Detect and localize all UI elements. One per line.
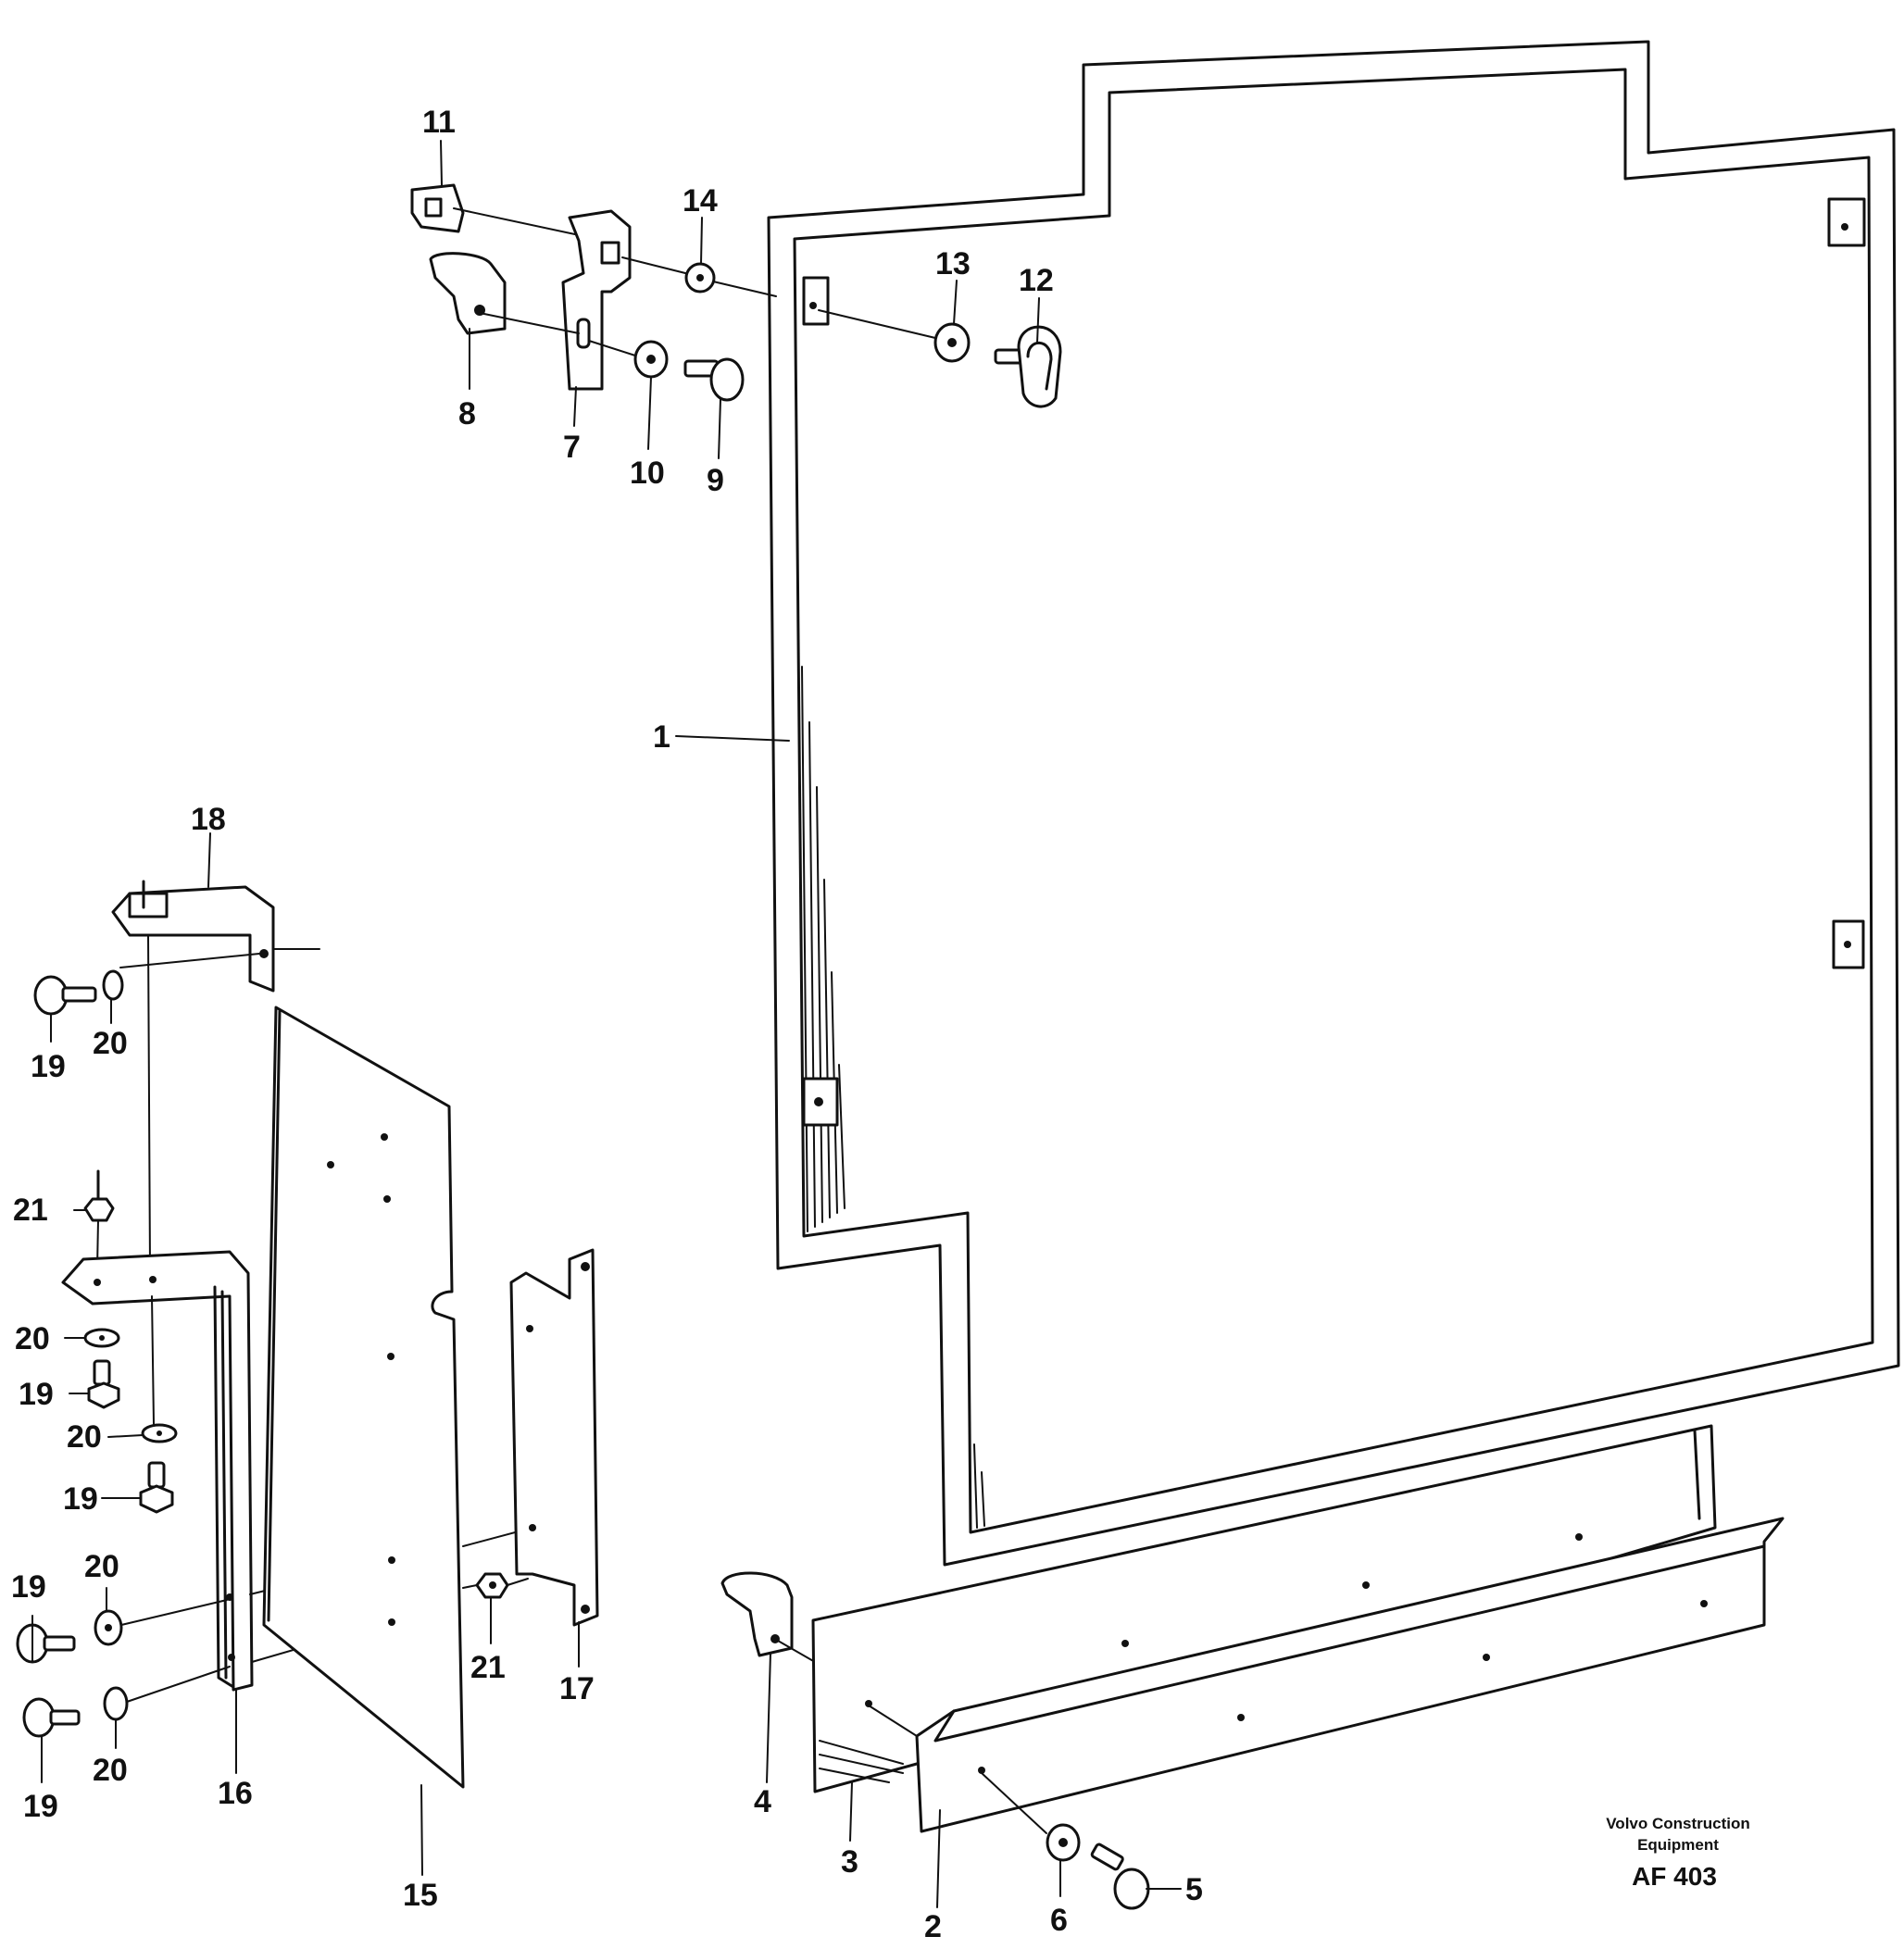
part-18-upper-bracket	[111, 880, 275, 993]
part-17-strip-bracket	[509, 1248, 599, 1627]
callout-20-b: 20	[15, 1321, 50, 1356]
assembly-line	[712, 281, 777, 297]
assembly-line	[588, 340, 636, 356]
frame-shading	[801, 666, 985, 1529]
assembly-line	[777, 1640, 816, 1663]
part-19-screw-top	[33, 975, 97, 1016]
callout-4: 4	[754, 1784, 771, 1819]
callout-6: 6	[1050, 1903, 1068, 1938]
callout-20-d: 20	[84, 1549, 119, 1584]
part-19-screw-left-1	[16, 1623, 76, 1664]
part-13-washer	[933, 322, 971, 363]
callout-2: 2	[924, 1909, 942, 1944]
title-block: Volvo Construction Equipment AF 403	[1606, 1815, 1750, 1891]
part-7-bracket	[561, 209, 632, 391]
part-4-clip-bracket	[720, 1571, 794, 1657]
callout-3: 3	[841, 1844, 858, 1880]
callout-10: 10	[630, 456, 665, 491]
assembly-line	[981, 1772, 1047, 1834]
callout-18: 18	[191, 802, 226, 837]
callout-7: 7	[563, 430, 581, 465]
assembly-line	[151, 1295, 155, 1425]
callout-8: 8	[458, 396, 476, 431]
callout-19-c: 19	[63, 1481, 98, 1517]
callout-20-c: 20	[67, 1419, 102, 1455]
part-21-nut-top	[83, 1169, 115, 1222]
callout-19-d: 19	[11, 1569, 46, 1605]
assembly-line	[147, 934, 151, 1269]
part-20-washer-left-2	[103, 1686, 129, 1721]
callout-5: 5	[1185, 1872, 1203, 1907]
callout-21-b: 21	[470, 1650, 506, 1685]
callout-20-a: 20	[93, 1026, 128, 1061]
callout-19-a: 19	[31, 1049, 66, 1084]
assembly-line	[818, 309, 936, 339]
assembly-line	[868, 1705, 918, 1737]
part-6-washer	[1046, 1823, 1081, 1862]
assembly-line	[507, 1578, 529, 1586]
part-20-washer-lower	[141, 1423, 178, 1443]
callout-1: 1	[653, 719, 670, 755]
part-12-ring-bolt	[994, 325, 1062, 408]
callout-12: 12	[1019, 263, 1054, 298]
part-20-washer-left-1	[94, 1609, 123, 1646]
part-8-clip-bracket	[429, 252, 507, 335]
assembly-line	[120, 1599, 228, 1626]
frame-tab	[1827, 197, 1866, 247]
part-10-washer	[633, 340, 669, 379]
callout-13: 13	[935, 246, 971, 281]
part-19-screw-left-2	[22, 1697, 81, 1738]
part-21-nut-bottom	[475, 1572, 509, 1599]
callout-17: 17	[559, 1671, 595, 1706]
assembly-line	[479, 312, 580, 334]
callout-20-e: 20	[93, 1753, 128, 1788]
callouts: 1 2 3 4 5 6 7 8 9 10 11 12 13 14 15 16 1…	[11, 105, 1203, 1944]
drawing-code: AF 403	[1632, 1862, 1717, 1891]
callout-19-e: 19	[23, 1789, 58, 1824]
callout-11: 11	[422, 105, 456, 140]
callout-19-b: 19	[19, 1377, 54, 1412]
panel-stipple	[819, 1740, 904, 1783]
assembly-line	[119, 953, 260, 968]
part-2-lower-strip	[915, 1517, 1785, 1833]
part-16-angle-bracket	[61, 1250, 254, 1692]
part-5-screw	[1090, 1843, 1150, 1910]
part-19-screw-lower	[139, 1461, 174, 1514]
assembly-line	[126, 1666, 231, 1703]
brand-line-2: Equipment	[1637, 1836, 1719, 1854]
callout-9: 9	[707, 463, 724, 498]
part-20-washer-top	[102, 969, 124, 1001]
brand-line-1: Volvo Construction	[1606, 1815, 1750, 1832]
assembly-line	[462, 1584, 478, 1589]
part-20-washer-mid	[83, 1328, 120, 1348]
leader-lines	[31, 140, 1182, 1908]
assembly-line	[453, 207, 584, 237]
assembly-line	[621, 256, 686, 274]
part-9-screw	[683, 357, 745, 402]
callout-21-a: 21	[13, 1193, 48, 1228]
part-1-panel-frame	[767, 40, 1900, 1567]
part-15-cover-plate	[262, 1006, 465, 1789]
part-11-clip	[410, 183, 465, 233]
part-14-lock-washer	[684, 262, 716, 294]
callout-16: 16	[218, 1776, 253, 1811]
callout-15: 15	[403, 1878, 438, 1913]
callout-14: 14	[683, 183, 718, 219]
part-19-screw-mid	[87, 1359, 120, 1409]
frame-tab	[802, 276, 830, 326]
